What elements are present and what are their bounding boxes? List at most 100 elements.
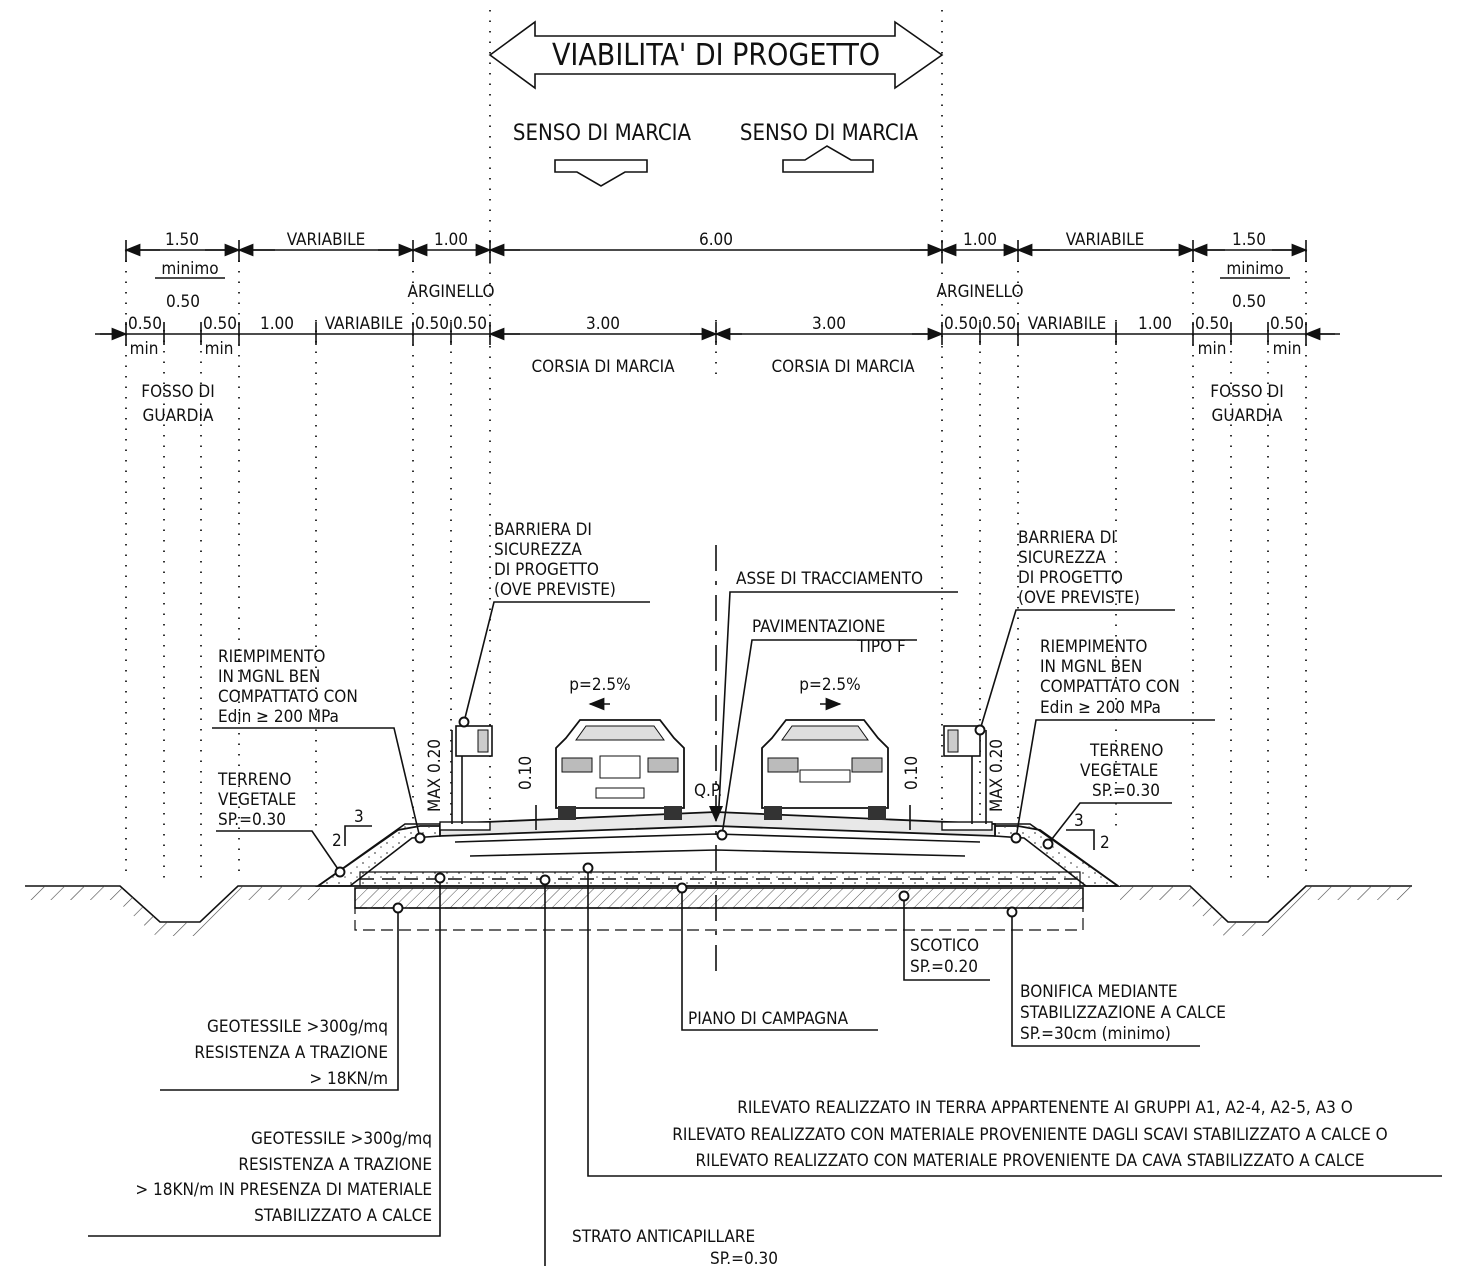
rilevato-l1: RILEVATO REALIZZATO IN TERRA APPARTENENT… — [737, 1098, 1352, 1118]
callout-barriera-right: BARRIERA DI SICUREZZA DI PROGETTO (OVE P… — [974, 528, 1175, 736]
d010-left: 0.10 — [516, 756, 536, 790]
corsia-right: CORSIA DI MARCIA — [771, 357, 915, 377]
callout-pavimentazione: PAVIMENTAZIONE TIPO F — [716, 617, 917, 841]
ground-hatch-right — [1120, 886, 1412, 936]
terreno-right-l3: SP.=0.30 — [1092, 781, 1160, 801]
slope-right-label: p=2.5% — [799, 675, 860, 695]
barriera-left-l2: SICUREZZA — [494, 540, 582, 560]
callout-riempimento-right: RIEMPIMENTO IN MGNL BEN COMPATTATO CON E… — [1010, 637, 1215, 844]
dim-carriageway: 6.00 — [699, 230, 733, 250]
geo1-l2: RESISTENZA A TRAZIONE — [194, 1043, 388, 1063]
asse-text: ASSE DI TRACCIAMENTO — [736, 569, 923, 589]
slope-ratio-right: 3 2 — [1066, 811, 1110, 853]
terreno-right-l1: TERRENO — [1089, 741, 1163, 761]
scotico-l1: SCOTICO — [910, 936, 979, 956]
dim-fosso-left: 1.50 — [165, 230, 199, 250]
dim-d7: 0.50 — [944, 314, 978, 334]
barriera-right-l2: SICUREZZA — [1018, 548, 1106, 568]
senso-marcia-left: SENSO DI MARCIA — [513, 121, 692, 146]
ground-hatch-left — [25, 886, 320, 936]
dim-d2: 0.50 — [203, 314, 237, 334]
max020-right: MAX 0.20 — [987, 739, 1007, 812]
terreno-left-l1: TERRENO — [217, 770, 291, 790]
half-left-label: 0.50 — [166, 292, 200, 312]
slope-right-v: 2 — [1100, 833, 1110, 853]
title-text: VIABILITA' DI PROGETTO — [552, 38, 880, 73]
arginello-cap-left — [439, 821, 491, 831]
bonifica-layer — [354, 887, 1084, 909]
riemp-right-l2: IN MGNL BEN — [1040, 657, 1142, 677]
barriera-left-l1: BARRIERA DI — [494, 520, 592, 540]
dim-d11: 0.50 — [1195, 314, 1229, 334]
callout-geotessile-1: GEOTESSILE >300g/mq RESISTENZA A TRAZION… — [160, 902, 404, 1091]
minimo-left: minimo — [161, 259, 218, 279]
riemp-left-l2: IN MGNL BEN — [218, 667, 320, 687]
barrier-right-icon — [943, 725, 981, 824]
cross-section: Q.P. p=2.5% p=2.5% 0.10 0.10 MAX 0.20 MA… — [25, 545, 1412, 980]
callout-terreno-right: TERRENO VEGETALE SP.=0.30 — [1042, 741, 1172, 850]
callout-barriera-left: BARRIERA DI SICUREZZA DI PROGETTO (OVE P… — [458, 520, 650, 728]
riemp-right-l1: RIEMPIMENTO — [1040, 637, 1147, 657]
dim-arginello-right: 1.00 — [963, 230, 997, 250]
callout-bonifica: BONIFICA MEDIANTE STABILIZZAZIONE A CALC… — [1006, 906, 1226, 1047]
geo1-l1: GEOTESSILE >300g/mq — [207, 1017, 388, 1037]
dim-d6: 0.50 — [453, 314, 487, 334]
min-l2: min — [205, 339, 234, 359]
min-l1: min — [130, 339, 159, 359]
barriera-right-l3: DI PROGETTO — [1018, 568, 1123, 588]
scotico-outline — [354, 907, 1084, 931]
geo2-l2: RESISTENZA A TRAZIONE — [238, 1155, 432, 1175]
terreno-left-l2: VEGETALE — [218, 790, 296, 810]
fosso-left-line1: FOSSO DI — [141, 382, 214, 402]
car-rear-icon — [761, 719, 889, 820]
terreno-right-l2: VEGETALE — [1080, 761, 1158, 781]
geo2-l1: GEOTESSILE >300g/mq — [251, 1129, 432, 1149]
axis-marker-icon — [709, 806, 723, 822]
callout-piano: PIANO DI CAMPAGNA — [676, 882, 878, 1031]
callout-anticapillare: STRATO ANTICAPILLARE SP.=0.30 — [539, 874, 778, 1268]
fosso-right-line2: GUARDIA — [1212, 406, 1283, 426]
max020-left: MAX 0.20 — [425, 739, 445, 812]
dim-d1: 0.50 — [128, 314, 162, 334]
dim-d10: 1.00 — [1138, 314, 1172, 334]
dim-variabile-right: VARIABILE — [1066, 230, 1145, 250]
riemp-right-l3: COMPATTATO CON — [1040, 677, 1180, 697]
callout-scotico: SCOTICO SP.=0.20 — [898, 890, 990, 981]
callout-riempimento-left: RIEMPIMENTO IN MGNL BEN COMPATTATO CON E… — [212, 647, 426, 844]
pav-l1: PAVIMENTAZIONE — [752, 617, 885, 637]
dim-variabile-left: VARIABILE — [287, 230, 366, 250]
slope-right-h: 3 — [1074, 811, 1084, 831]
anticap-l2: SP.=0.30 — [710, 1249, 778, 1268]
min-r1: min — [1198, 339, 1227, 359]
bonifica-l3: SP.=30cm (minimo) — [1020, 1024, 1171, 1044]
d010-right: 0.10 — [902, 756, 922, 790]
dim-d8: 0.50 — [982, 314, 1016, 334]
qp-label: Q.P. — [694, 781, 722, 801]
piano-text: PIANO DI CAMPAGNA — [688, 1009, 849, 1029]
barriera-left-l3: DI PROGETTO — [494, 560, 599, 580]
title-banner: VIABILITA' DI PROGETTO — [488, 20, 944, 90]
dim-d4: VARIABILE — [325, 314, 404, 334]
senso-marcia-right: SENSO DI MARCIA — [740, 121, 919, 146]
callout-terreno-left: TERRENO VEGETALE SP.=0.30 — [216, 770, 346, 878]
dim-fosso-right: 1.50 — [1232, 230, 1266, 250]
arrow-up-icon — [782, 145, 874, 173]
dim-d3: 1.00 — [260, 314, 294, 334]
pav-l2: TIPO F — [856, 637, 906, 657]
dim-arginello-left: 1.00 — [434, 230, 468, 250]
riemp-left-l3: COMPATTATO CON — [218, 687, 358, 707]
arginello-left-label: ARGINELLO — [407, 282, 494, 302]
callout-geotessile-2: GEOTESSILE >300g/mq RESISTENZA A TRAZION… — [88, 872, 446, 1237]
rilevato-l3: RILEVATO REALIZZATO CON MATERIALE PROVEN… — [695, 1151, 1364, 1171]
barriera-left-l4: (OVE PREVISTE) — [494, 580, 616, 600]
arrow-down-icon — [554, 159, 648, 187]
terreno-left-l3: SP.=0.30 — [218, 810, 286, 830]
riemp-right-l4: Edin ≥ 200 MPa — [1040, 698, 1161, 718]
car-front-icon — [555, 719, 685, 820]
barrier-left-icon — [455, 725, 493, 824]
dim-lane-left: 3.00 — [586, 314, 620, 334]
minimo-right: minimo — [1226, 259, 1283, 279]
dim-lane-right: 3.00 — [812, 314, 846, 334]
min-r2: min — [1273, 339, 1302, 359]
